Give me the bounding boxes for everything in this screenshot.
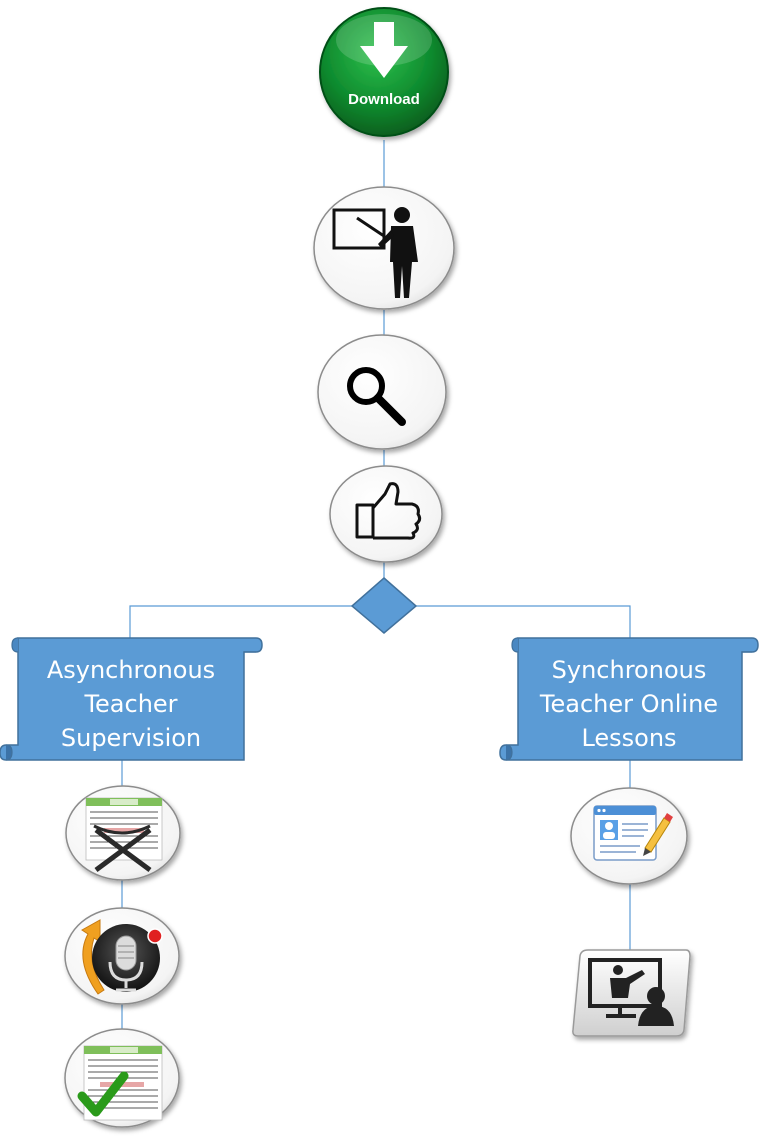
teacher-board-icon — [332, 207, 418, 298]
asynchronous-scroll — [0, 637, 263, 761]
synchronous-title-line: Lessons — [581, 724, 677, 752]
download-arrow-icon — [360, 22, 408, 78]
asynchronous-title: Asynchronous Teacher Supervision — [18, 652, 244, 756]
synchronous-title-line: Teacher Online — [539, 690, 719, 718]
quran-page-checkmark-icon — [77, 1045, 163, 1121]
synchronous-title-line: Synchronous — [551, 656, 707, 684]
download-label: Download — [348, 91, 420, 108]
approval-node — [329, 465, 443, 563]
quran-book-icon — [85, 797, 163, 873]
connector-lines — [121, 140, 631, 1030]
web-form-edit-icon — [593, 805, 673, 861]
synchronous-title: Synchronous Teacher Online Lessons — [516, 652, 742, 756]
online-classroom-icon — [572, 949, 691, 1037]
synchronous-scroll — [499, 637, 759, 761]
asynchronous-title-line: Teacher — [84, 690, 178, 718]
thumbs-up-icon — [355, 482, 422, 540]
record-microphone-icon — [81, 919, 163, 995]
decision-diamond — [350, 577, 418, 634]
download-button[interactable]: Download — [319, 7, 449, 137]
asynchronous-title-line: Supervision — [60, 724, 202, 752]
magnifier-icon — [347, 367, 406, 426]
asynchronous-title-line: Asynchronous — [46, 656, 216, 684]
